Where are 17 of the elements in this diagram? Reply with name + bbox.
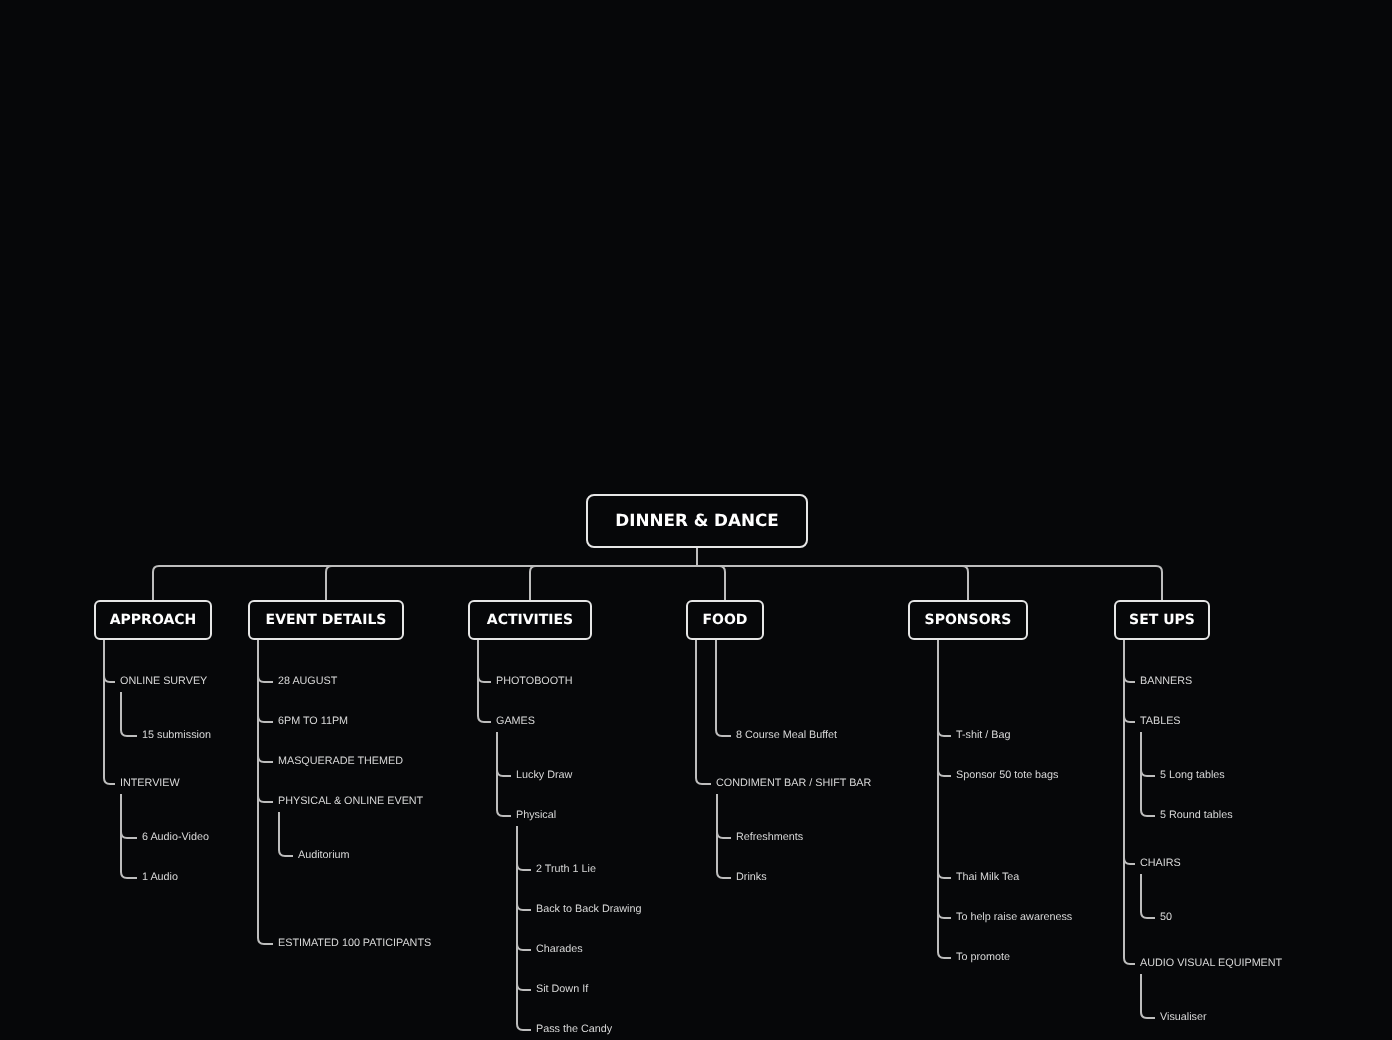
connector-line <box>1123 639 1136 965</box>
connector-line <box>103 639 116 785</box>
connector-line <box>496 731 512 817</box>
connector-line <box>1140 731 1156 817</box>
connector-line <box>120 691 138 737</box>
connector-line <box>696 547 1163 601</box>
connector-line <box>1140 873 1156 919</box>
central-topic-box: DINNER & DANCE <box>586 493 808 547</box>
connector-line <box>1140 973 1156 1019</box>
connector-line <box>715 639 732 737</box>
connector-line <box>257 639 274 945</box>
connector-line <box>516 825 532 1031</box>
connector-line <box>278 811 294 857</box>
connector-line <box>120 793 138 879</box>
connector-line <box>477 639 492 723</box>
connector-line <box>716 793 732 879</box>
connector-line <box>695 639 712 785</box>
